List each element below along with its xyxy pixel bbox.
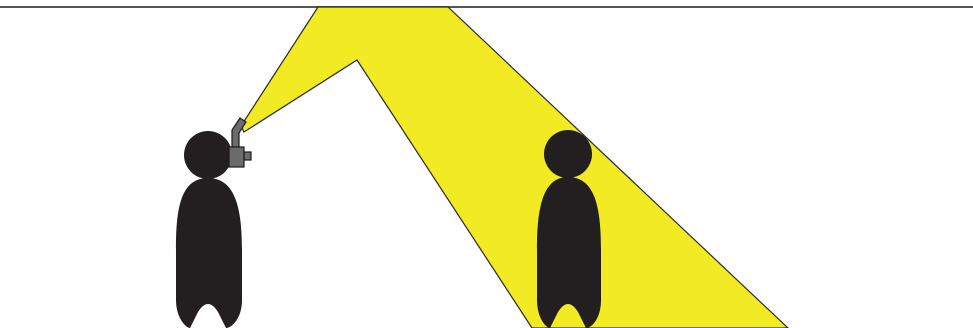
person-left-head [184,131,232,179]
person-left-body [176,178,242,328]
device-body [229,147,244,167]
person-right-head [544,130,592,178]
device-arm [232,118,246,150]
reflected-light-beam [241,7,788,328]
device-knob [244,152,251,160]
